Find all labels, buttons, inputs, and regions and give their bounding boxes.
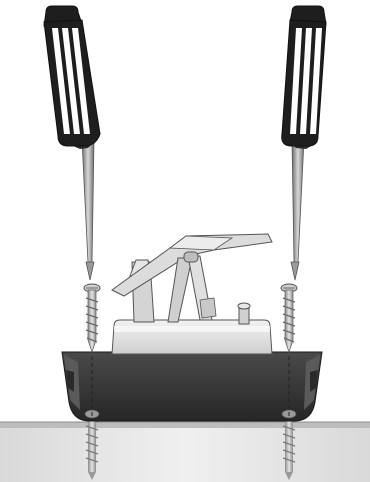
latch-mechanism [112,234,272,324]
mount-base [62,352,322,421]
screwdriver-left [44,6,100,280]
mount-plate [112,320,272,354]
screw-left [84,284,100,352]
screw-right [281,284,297,352]
mounting-surface [0,422,370,482]
screwdriver-right [282,6,326,280]
